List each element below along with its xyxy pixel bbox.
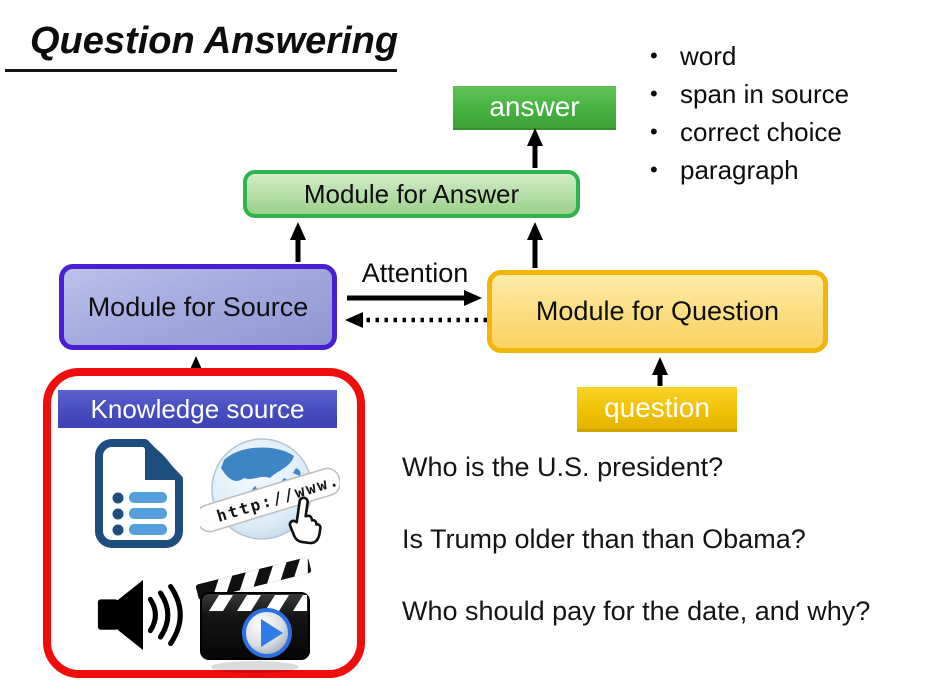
- module-for-answer-box: Module for Answer: [243, 170, 580, 218]
- audio-icon: [97, 580, 183, 650]
- list-item: • word: [650, 37, 849, 75]
- video-icon: [195, 556, 312, 673]
- example-question: Who should pay for the date, and why?: [402, 596, 871, 626]
- document-icon: [95, 439, 183, 548]
- page-title: Question Answering: [30, 20, 399, 62]
- list-item: • paragraph: [650, 151, 849, 189]
- example-question: Is Trump older than than Obama?: [402, 524, 806, 554]
- knowledge-source-box: Knowledge source: [58, 390, 337, 428]
- module-for-question-box: Module for Question: [487, 270, 828, 353]
- answer-box: answer: [453, 86, 616, 130]
- module-for-source-box: Module for Source: [59, 264, 337, 350]
- question-box: question: [577, 387, 737, 432]
- answer-type-label: word: [680, 41, 737, 71]
- example-question: Who is the U.S. president?: [402, 452, 724, 482]
- attention-label: Attention: [361, 258, 469, 288]
- title-underline: [5, 69, 397, 72]
- answer-types-list: • word • span in source • correct choice • p…: [650, 37, 849, 189]
- list-item: • span in source: [650, 75, 849, 113]
- bullet-icon: •: [650, 119, 658, 144]
- bullet-icon: •: [650, 43, 658, 68]
- web-icon: http://www.: [200, 438, 340, 545]
- answer-type-label: paragraph: [680, 155, 799, 185]
- bullet-icon: •: [650, 157, 658, 182]
- list-item: • correct choice: [650, 113, 849, 151]
- answer-type-label: correct choice: [680, 117, 842, 147]
- answer-type-label: span in source: [680, 79, 850, 109]
- bullet-icon: •: [650, 81, 658, 106]
